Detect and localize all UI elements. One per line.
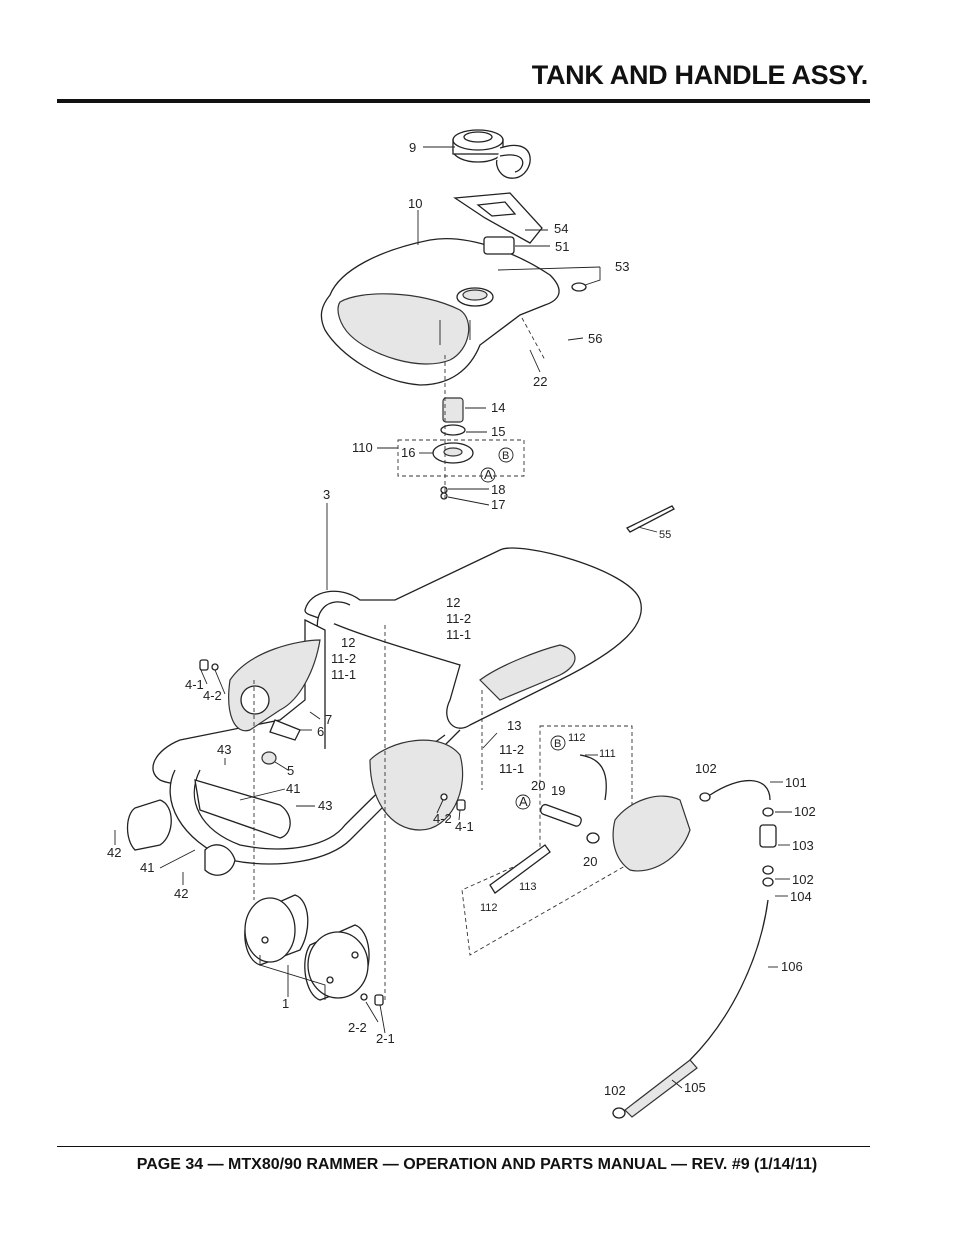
callout-102-c: 102 [792, 872, 814, 887]
callout-2-1: 2-1 [376, 1031, 395, 1046]
fuel-tank [320, 236, 587, 386]
callout-112-a: 112 [568, 732, 586, 744]
callout-20-a: 20 [531, 778, 545, 793]
callout-2-2: 2-2 [348, 1020, 367, 1035]
callout-102-b: 102 [794, 804, 816, 819]
callout-103: 103 [792, 838, 814, 853]
callout-5: 5 [287, 763, 294, 778]
footer-rule [57, 1146, 870, 1147]
callout-51: 51 [555, 239, 569, 254]
callout-102-d: 102 [604, 1083, 626, 1098]
callout-11-1-b: 11-1 [331, 667, 356, 682]
callout-B-2: B [554, 738, 561, 750]
callout-3: 3 [323, 487, 330, 502]
callout-7: 7 [325, 712, 332, 727]
header-rule [57, 99, 870, 103]
callout-12-b: 12 [341, 635, 355, 650]
callout-11-1-c: 11-1 [499, 761, 524, 776]
callout-4-1-a: 4-1 [185, 677, 204, 692]
fuel-filter-group [397, 397, 525, 500]
callout-42-b: 42 [174, 886, 188, 901]
callout-43-a: 43 [217, 742, 231, 757]
weights [244, 894, 370, 1001]
callout-11-2-a: 11-2 [446, 611, 471, 626]
callout-56: 56 [588, 331, 602, 346]
callout-53: 53 [615, 259, 629, 274]
callout-101: 101 [785, 775, 807, 790]
callout-B-1: B [502, 450, 509, 462]
page-footer: PAGE 34 — MTX80/90 RAMMER — OPERATION AN… [136, 1156, 818, 1173]
callout-20-b: 20 [583, 854, 597, 869]
callout-11-1-a: 11-1 [446, 627, 471, 642]
callout-55: 55 [659, 529, 671, 541]
fuel-line [612, 779, 777, 1119]
fuel-pump-group [461, 725, 691, 956]
callout-A-1: A [484, 467, 493, 482]
callout-105: 105 [684, 1080, 706, 1095]
callout-19: 19 [551, 783, 565, 798]
callout-14: 14 [491, 400, 505, 415]
callout-43-b: 43 [318, 798, 332, 813]
callout-42-a: 42 [107, 845, 121, 860]
callout-41-b: 41 [140, 860, 154, 875]
callout-9: 9 [409, 140, 416, 155]
page-title: TANK AND HANDLE ASSY. [531, 60, 869, 90]
callout-17: 17 [491, 497, 505, 512]
callout-106: 106 [781, 959, 803, 974]
callout-41-a: 41 [286, 781, 300, 796]
callout-18: 18 [491, 482, 505, 497]
callout-6: 6 [317, 724, 324, 739]
callout-4-2-b: 4-2 [433, 811, 452, 826]
callout-112-b: 112 [480, 902, 498, 914]
callout-1: 1 [282, 996, 289, 1011]
callout-15: 15 [491, 424, 505, 439]
callout-110: 110 [352, 440, 373, 455]
callout-11-2-c: 11-2 [499, 742, 524, 757]
callout-11-2-b: 11-2 [331, 651, 356, 666]
callout-labels: 9 10 54 51 53 56 22 14 15 110 16 B A 18 … [107, 140, 816, 1098]
callout-A-2: A [519, 794, 528, 809]
fuel-cap [452, 129, 531, 179]
handle-frame [126, 547, 642, 876]
callout-4-1-b: 4-1 [455, 819, 474, 834]
callout-111: 111 [599, 748, 616, 760]
callout-10: 10 [408, 196, 422, 211]
callout-102-a: 102 [695, 761, 717, 776]
callout-16: 16 [401, 445, 415, 460]
cover-plate [453, 192, 543, 244]
callout-12-a: 12 [446, 595, 460, 610]
callout-13: 13 [507, 718, 521, 733]
callout-113: 113 [519, 881, 537, 893]
cable-tie [626, 505, 675, 533]
callout-4-2-a: 4-2 [203, 688, 222, 703]
bolts [199, 659, 466, 1006]
callout-54: 54 [554, 221, 568, 236]
leader-lines [114, 146, 792, 1089]
callout-22: 22 [533, 374, 547, 389]
callout-104: 104 [790, 889, 812, 904]
